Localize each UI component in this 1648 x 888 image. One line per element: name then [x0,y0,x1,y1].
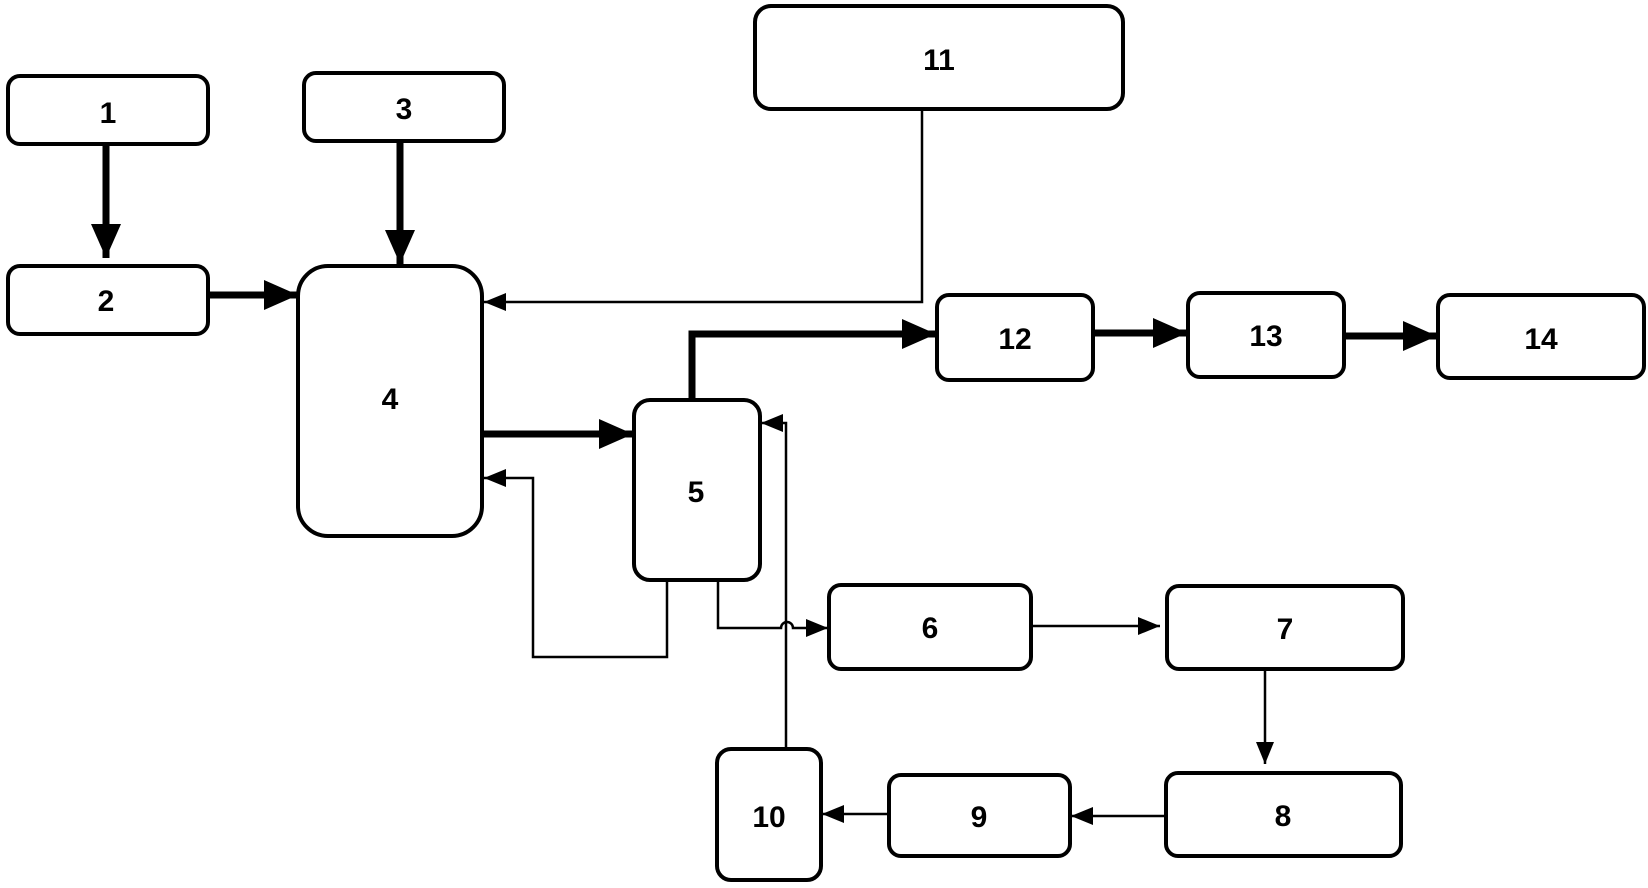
node-12: 12 [935,293,1095,382]
edge-5-to-4 [484,469,669,659]
node-11-label: 11 [923,44,955,77]
node-2-label: 2 [98,285,115,318]
node-5: 5 [632,398,762,582]
node-10-box [715,747,823,882]
node-2-box [6,264,210,336]
node-12-label: 12 [998,323,1031,356]
node-11: 11 [753,4,1125,111]
node-14-label: 14 [1524,323,1558,356]
node-12-box [935,293,1095,382]
node-6: 6 [827,583,1033,671]
edge-5-to-12 [688,319,936,400]
node-13-box [1186,291,1346,379]
node-3-box [302,71,506,143]
edge-11-to-4 [484,110,924,311]
node-1: 1 [6,74,210,146]
node-3: 3 [302,71,506,143]
node-6-box [827,583,1033,671]
node-14: 14 [1436,293,1646,380]
node-1-box [6,74,210,146]
node-9-box [887,773,1072,858]
node-8: 8 [1164,771,1403,858]
node-3-label: 3 [396,93,413,126]
node-2: 2 [6,264,210,336]
node-10-label: 10 [752,801,785,834]
node-14-box [1436,293,1646,380]
node-11-box [753,4,1125,111]
edge-5-to-6 [716,580,828,637]
node-5-box [632,398,762,582]
node-4-label: 4 [382,383,399,416]
node-9-label: 9 [971,801,988,834]
node-1-label: 1 [100,97,117,130]
node-7-label: 7 [1277,613,1294,646]
node-6-label: 6 [922,612,939,645]
node-13-label: 13 [1249,320,1282,353]
node-5-label: 5 [688,476,705,509]
node-8-label: 8 [1275,800,1292,833]
connectors [91,110,1437,825]
node-7: 7 [1165,584,1405,671]
node-8-box [1164,771,1403,858]
node-4-box [296,264,484,538]
node-13: 13 [1186,291,1346,379]
node-10: 10 [715,747,823,882]
edge-10-to-5 [761,414,788,748]
node-9: 9 [887,773,1072,858]
node-7-box [1165,584,1405,671]
nodes: 1 2 3 4 5 6 7 8 [6,4,1646,882]
node-4: 4 [296,264,484,538]
